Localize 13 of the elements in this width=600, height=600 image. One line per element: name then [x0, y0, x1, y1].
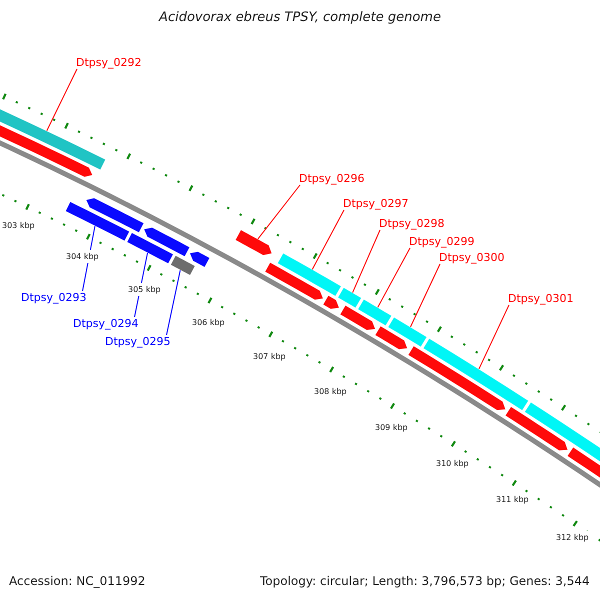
scale-label: 304 kbp	[66, 250, 99, 263]
scale-label: 305 kbp	[128, 283, 161, 296]
scale-label: 303 kbp	[2, 219, 35, 232]
scale-label: 311 kbp	[496, 493, 529, 506]
title: Acidovorax ebreus TPSY, complete genome	[158, 11, 442, 24]
scale-label: 312 kbp	[556, 531, 589, 544]
scale-label: 308 kbp	[314, 385, 347, 398]
scale-label: 307 kbp	[253, 350, 286, 363]
accession-text: Accession: NC_011992	[9, 575, 146, 588]
scale-label: 306 kbp	[192, 316, 225, 329]
genome-info-text: Topology: circular; Length: 3,796,573 bp; Genes: 3,544	[260, 575, 590, 588]
scale-label: 310 kbp	[436, 457, 469, 470]
scale-label: 309 kbp	[375, 421, 408, 434]
